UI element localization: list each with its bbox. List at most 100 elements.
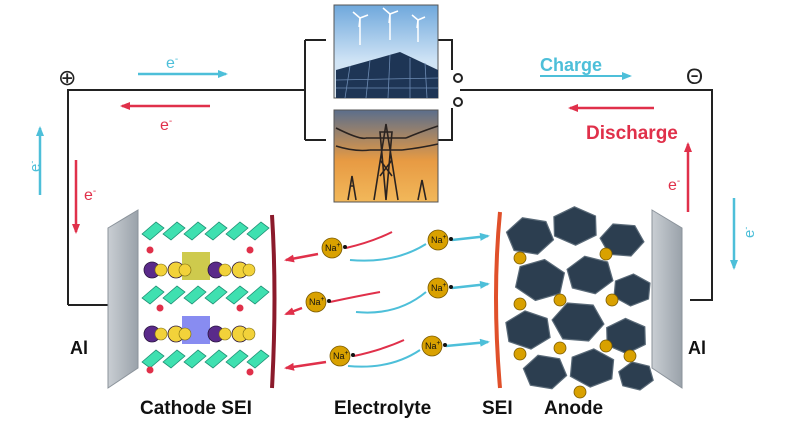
cathode-octahedron bbox=[183, 285, 207, 305]
sodium-ion-label: Na+ bbox=[309, 296, 325, 307]
sodium-ion bbox=[329, 345, 351, 367]
switch-contact-top bbox=[453, 73, 463, 83]
anode-carbon-particle bbox=[551, 302, 605, 342]
anode-sodium-atom bbox=[553, 341, 567, 355]
anode-sodium-atom bbox=[623, 349, 637, 363]
cathode-octahedron bbox=[141, 285, 165, 305]
discharge-ion-arrow bbox=[284, 306, 303, 316]
cathode-atom bbox=[218, 263, 232, 277]
cathode-sei-layer bbox=[270, 214, 277, 389]
anode-sodium-atom bbox=[605, 293, 619, 307]
cathode-octahedron bbox=[141, 349, 165, 369]
anode-carbon-particle bbox=[599, 223, 645, 257]
charge-label: Charge bbox=[540, 55, 602, 75]
cathode-atom bbox=[178, 263, 192, 277]
cathode-oxygen-atom bbox=[156, 304, 164, 312]
ion-dot bbox=[327, 299, 331, 303]
anode-carbon-particle bbox=[522, 354, 568, 390]
top-charge-electron-label: e- bbox=[166, 54, 178, 72]
right-al-label: Al bbox=[688, 338, 706, 358]
anode-label: Anode bbox=[544, 398, 603, 419]
anode-hard-carbon-structure bbox=[505, 206, 654, 399]
anode-carbon-particle bbox=[553, 206, 597, 246]
cathode-octahedron bbox=[162, 349, 186, 369]
cathode-octahedron bbox=[162, 285, 186, 305]
switch-contact-bottom bbox=[453, 97, 463, 107]
right-discharge-electron-label: e- bbox=[668, 176, 680, 194]
anode-carbon-particle bbox=[566, 255, 614, 295]
anode-sodium-atom bbox=[513, 297, 527, 311]
sodium-ion bbox=[421, 335, 443, 357]
negative-terminal: Θ bbox=[686, 64, 703, 89]
cathode-atom bbox=[154, 327, 168, 341]
ion-dot bbox=[343, 245, 347, 249]
charge-ion-trail bbox=[349, 243, 427, 262]
anode-carbon-particle bbox=[505, 217, 555, 255]
charge-ion-trail bbox=[355, 291, 427, 314]
discharge-ion-trail bbox=[353, 339, 405, 357]
cathode-octahedron bbox=[183, 221, 207, 241]
external-circuit bbox=[67, 39, 713, 306]
electrolyte-label: Electrolyte bbox=[334, 398, 431, 419]
power-grid-image bbox=[333, 109, 439, 203]
sodium-ion-label: Na+ bbox=[431, 234, 447, 245]
discharge-ion-arrow bbox=[284, 360, 327, 371]
cathode-sei-label: Cathode SEI bbox=[140, 398, 252, 419]
anode-sodium-atom bbox=[513, 251, 527, 265]
charge-ion-trail bbox=[347, 349, 421, 368]
discharge-ion-trail bbox=[329, 291, 381, 303]
cathode-atom bbox=[154, 263, 168, 277]
anode-carbon-particle bbox=[606, 317, 646, 355]
ion-dot bbox=[449, 285, 453, 289]
anode-carbon-particle bbox=[569, 348, 615, 388]
cathode-oxygen-atom bbox=[246, 246, 254, 254]
wire-left bbox=[67, 89, 305, 305]
anode-sodium-atom bbox=[553, 293, 567, 307]
anode-sodium-atom bbox=[599, 339, 613, 353]
cathode-atom bbox=[178, 327, 192, 341]
cathode-octahedron bbox=[246, 349, 270, 369]
anode-sodium-atom bbox=[599, 247, 613, 261]
ion-dot bbox=[449, 237, 453, 241]
cathode-oxygen-atom bbox=[246, 368, 254, 376]
positive-terminal: ⊕ bbox=[58, 65, 76, 90]
wire-right bbox=[460, 89, 713, 301]
electrolyte-ion-flow: Na+Na+Na+Na+Na+Na+ bbox=[284, 229, 490, 371]
ion-dot bbox=[351, 353, 355, 357]
anode-carbon-particle bbox=[514, 258, 566, 302]
charge-ion-arrow bbox=[445, 338, 490, 348]
cathode-layered-structure bbox=[141, 221, 270, 376]
cathode-octahedron bbox=[225, 221, 249, 241]
left-charge-electron-label: e- bbox=[27, 161, 44, 172]
anode-carbon-particle bbox=[613, 273, 651, 307]
cathode-atom bbox=[242, 263, 256, 277]
cathode-oxygen-atom bbox=[236, 304, 244, 312]
anode-carbon-particle bbox=[505, 310, 551, 350]
left-discharge-electron-label: e- bbox=[84, 186, 96, 204]
left-aluminum-collector bbox=[107, 209, 139, 389]
cathode-octahedron bbox=[204, 285, 228, 305]
cathode-octahedron bbox=[246, 285, 270, 305]
sodium-ion-label: Na+ bbox=[425, 340, 441, 351]
top-discharge-electron-label: e- bbox=[160, 116, 172, 134]
discharge-ion-arrow bbox=[284, 252, 319, 263]
sodium-ion bbox=[305, 291, 327, 313]
cathode-octahedron bbox=[225, 349, 249, 369]
switch-right-bottom bbox=[438, 108, 453, 141]
right-aluminum-collector bbox=[651, 209, 683, 389]
anode-sodium-atom bbox=[513, 347, 527, 361]
cathode-atom bbox=[242, 327, 256, 341]
anode-carbon-particle bbox=[618, 361, 654, 391]
left-al-label: Al bbox=[70, 338, 88, 358]
anode-sodium-atom bbox=[573, 385, 587, 399]
cathode-oxygen-atom bbox=[146, 366, 154, 374]
discharge-label: Discharge bbox=[586, 123, 678, 144]
cathode-octahedron bbox=[246, 221, 270, 241]
sodium-ion-label: Na+ bbox=[325, 242, 341, 253]
cathode-octahedron bbox=[204, 221, 228, 241]
sodium-ion bbox=[427, 277, 449, 299]
switch-right-top bbox=[438, 39, 453, 70]
sodium-ion bbox=[321, 237, 343, 259]
